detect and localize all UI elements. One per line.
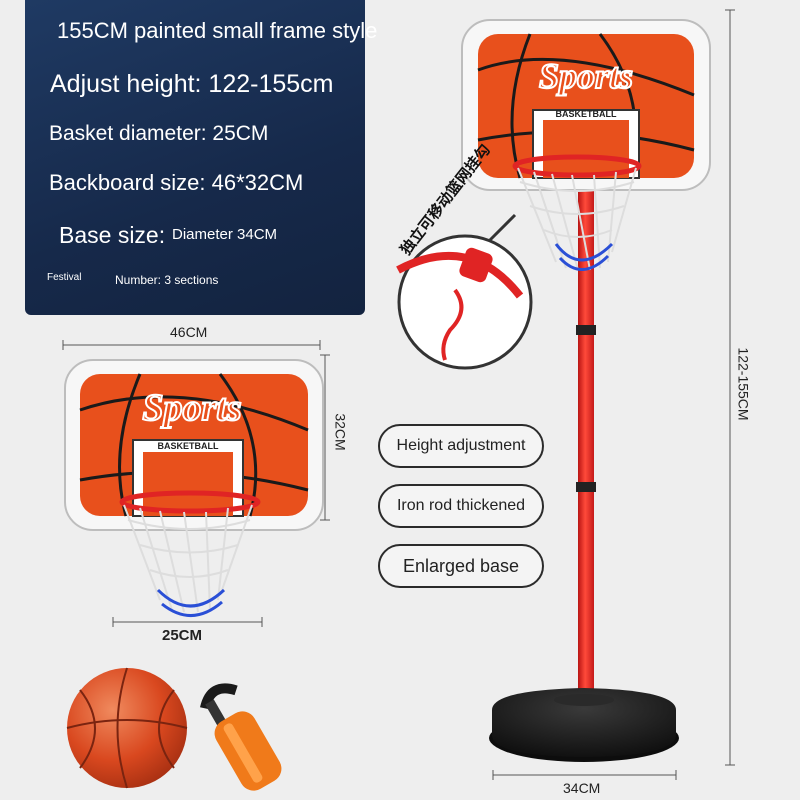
board-width-label: 46CM	[170, 324, 208, 340]
feature-iron-rod: Iron rod thickened	[378, 484, 544, 528]
backboard-detail: Sports BASKETBALL	[64, 359, 324, 617]
spec-panel: 155CM painted small frame style Adjust h…	[25, 0, 377, 315]
feature-height-adjustment-label: Height adjustment	[396, 437, 526, 454]
spec-base-size-value: Diameter 34CM	[172, 226, 278, 243]
backboard-logo: Sports	[539, 56, 633, 96]
dimension-lines	[62, 9, 735, 780]
total-height-label: 122-155CM	[735, 347, 752, 421]
feature-iron-rod-label: Iron rod thickened	[396, 497, 526, 514]
spec-adjust-height: Adjust height: 122-155cm	[50, 70, 334, 98]
spec-festival: Festival	[47, 272, 82, 283]
basketball	[66, 667, 188, 789]
rim	[512, 154, 642, 178]
spec-title: 155CM painted small frame style	[57, 18, 378, 43]
detail-backboard-logo: Sports	[142, 387, 241, 429]
base	[492, 688, 676, 757]
feature-height-adjustment: Height adjustment	[378, 424, 544, 468]
air-pump	[200, 683, 282, 791]
feature-enlarged-base-label: Enlarged base	[402, 555, 520, 576]
backboard-label: BASKETBALL	[556, 109, 617, 119]
spec-basket-diameter: Basket diameter: 25CM	[49, 122, 269, 145]
spec-number: Number: 3 sections	[115, 273, 219, 287]
pole	[578, 175, 594, 700]
feature-enlarged-base: Enlarged base	[378, 544, 544, 588]
full-hoop-stand: Sports BASKETBALL	[461, 19, 711, 762]
base-width-label: 34CM	[563, 780, 601, 796]
net-hook-callout	[396, 213, 533, 370]
detail-backboard-label: BASKETBALL	[158, 441, 219, 451]
spec-base-size-label: Base size:	[59, 222, 166, 248]
spec-backboard-size: Backboard size: 46*32CM	[49, 170, 304, 195]
pole-joint-top	[576, 325, 596, 335]
board-height-label: 32CM	[332, 413, 349, 451]
hoop-diameter-label: 25CM	[162, 627, 203, 644]
pole-joint-bottom	[576, 482, 596, 492]
